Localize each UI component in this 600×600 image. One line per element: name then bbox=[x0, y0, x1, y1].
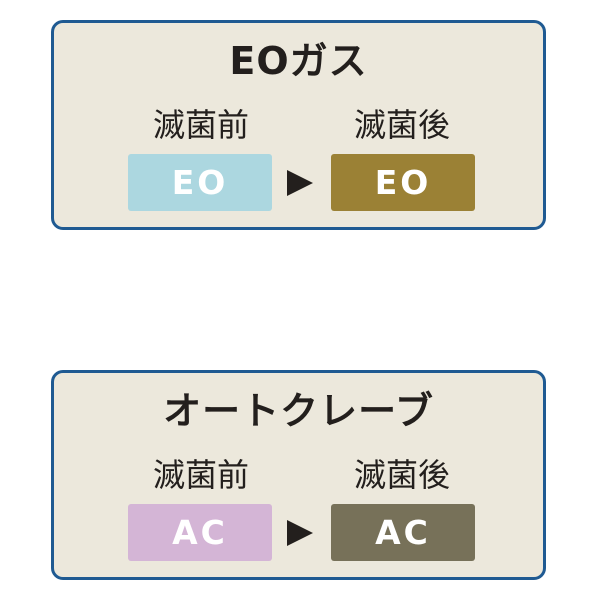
before-color-chip: EO bbox=[128, 154, 272, 211]
arrow-right-icon bbox=[287, 520, 313, 546]
before-sterilization-label: 滅菌前 bbox=[152, 106, 249, 144]
panel-title: オートクレーブ bbox=[163, 389, 434, 433]
before-color-chip: AC bbox=[128, 504, 272, 561]
after-sterilization-label: 滅菌後 bbox=[353, 456, 450, 494]
arrow-right-icon bbox=[287, 170, 313, 196]
before-sterilization-label: 滅菌前 bbox=[152, 456, 249, 494]
autoclave-panel: オートクレーブ 滅菌前 滅菌後 AC AC bbox=[51, 370, 546, 580]
after-sterilization-label: 滅菌後 bbox=[353, 106, 450, 144]
after-color-chip: EO bbox=[331, 154, 475, 211]
eo-gas-panel: EOガス 滅菌前 滅菌後 EO EO bbox=[51, 20, 546, 230]
after-color-chip: AC bbox=[331, 504, 475, 561]
panel-title: EOガス bbox=[229, 39, 368, 83]
